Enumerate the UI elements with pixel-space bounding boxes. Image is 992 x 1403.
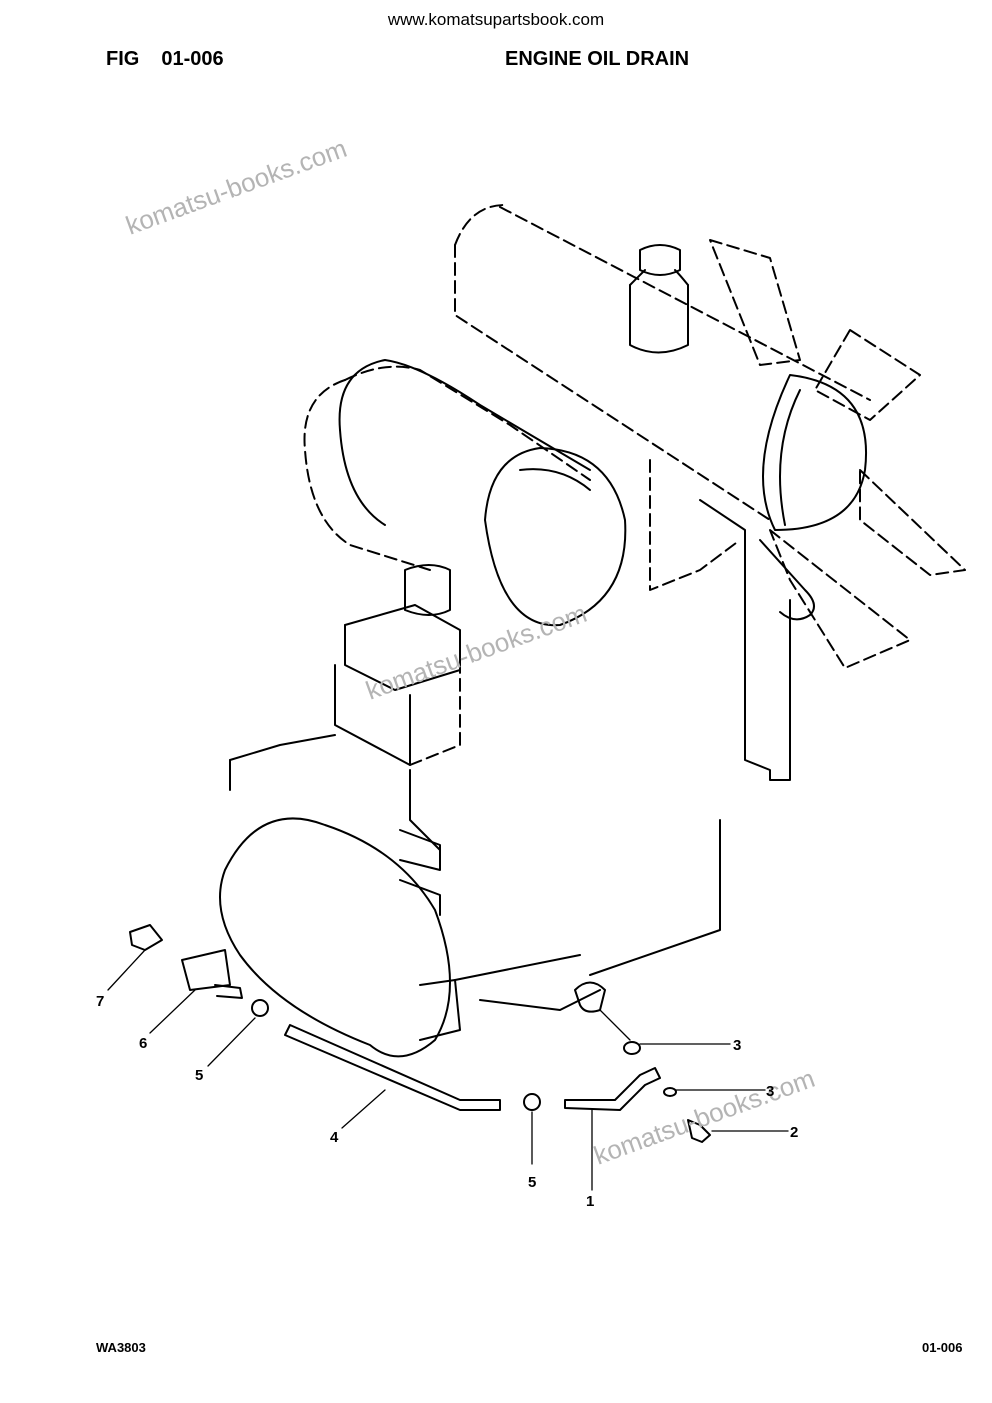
part-7-plug bbox=[129, 924, 163, 951]
footer-model: WA3803 bbox=[96, 1340, 146, 1355]
callout-1: 1 bbox=[586, 1193, 594, 1210]
fan-blades bbox=[709, 239, 966, 669]
part-5-clamp-left bbox=[251, 999, 269, 1017]
drain-boss bbox=[574, 981, 606, 1013]
air-cleaner-cylinder bbox=[454, 204, 871, 531]
callout-4: 4 bbox=[330, 1129, 339, 1146]
watermark-bottom: komatsu-books.com bbox=[590, 1063, 819, 1171]
callout-3-top: 3 bbox=[733, 1037, 741, 1054]
part-3-washer-lower bbox=[663, 1087, 677, 1097]
figure-number: 01-006 bbox=[161, 48, 224, 70]
part-4-hose bbox=[284, 1024, 501, 1111]
flywheel-housing bbox=[219, 817, 461, 1058]
part-6-elbow bbox=[181, 949, 243, 999]
muffler-cylinder bbox=[303, 359, 627, 627]
part-2-plug bbox=[687, 1119, 711, 1143]
callout-3-lower: 3 bbox=[766, 1083, 774, 1100]
part-5-clamp-right bbox=[523, 1093, 541, 1111]
watermark-middle: komatsu-books.com bbox=[362, 598, 591, 706]
oil-filler-cap bbox=[404, 564, 451, 616]
callout-6: 6 bbox=[139, 1035, 147, 1052]
watermark-top: komatsu-books.com bbox=[122, 133, 351, 241]
footer-page-number: 01-006 bbox=[922, 1340, 963, 1355]
breather-cap bbox=[629, 244, 689, 354]
connector-pipe bbox=[759, 539, 815, 621]
figure-label: FIG 01-006 bbox=[106, 48, 224, 71]
leader-lines bbox=[107, 949, 789, 1191]
callout-2: 2 bbox=[790, 1124, 798, 1141]
engine-block bbox=[229, 459, 791, 1011]
callout-5-left: 5 bbox=[195, 1067, 203, 1084]
figure-prefix: FIG bbox=[106, 48, 140, 70]
page-title: ENGINE OIL DRAIN bbox=[505, 48, 690, 70]
callout-7: 7 bbox=[96, 993, 104, 1010]
part-3-washer-top bbox=[623, 1041, 641, 1055]
site-url: www.komatsupartsbook.com bbox=[387, 10, 605, 29]
part-1-tube bbox=[564, 1067, 661, 1111]
callout-5-right: 5 bbox=[528, 1174, 536, 1191]
